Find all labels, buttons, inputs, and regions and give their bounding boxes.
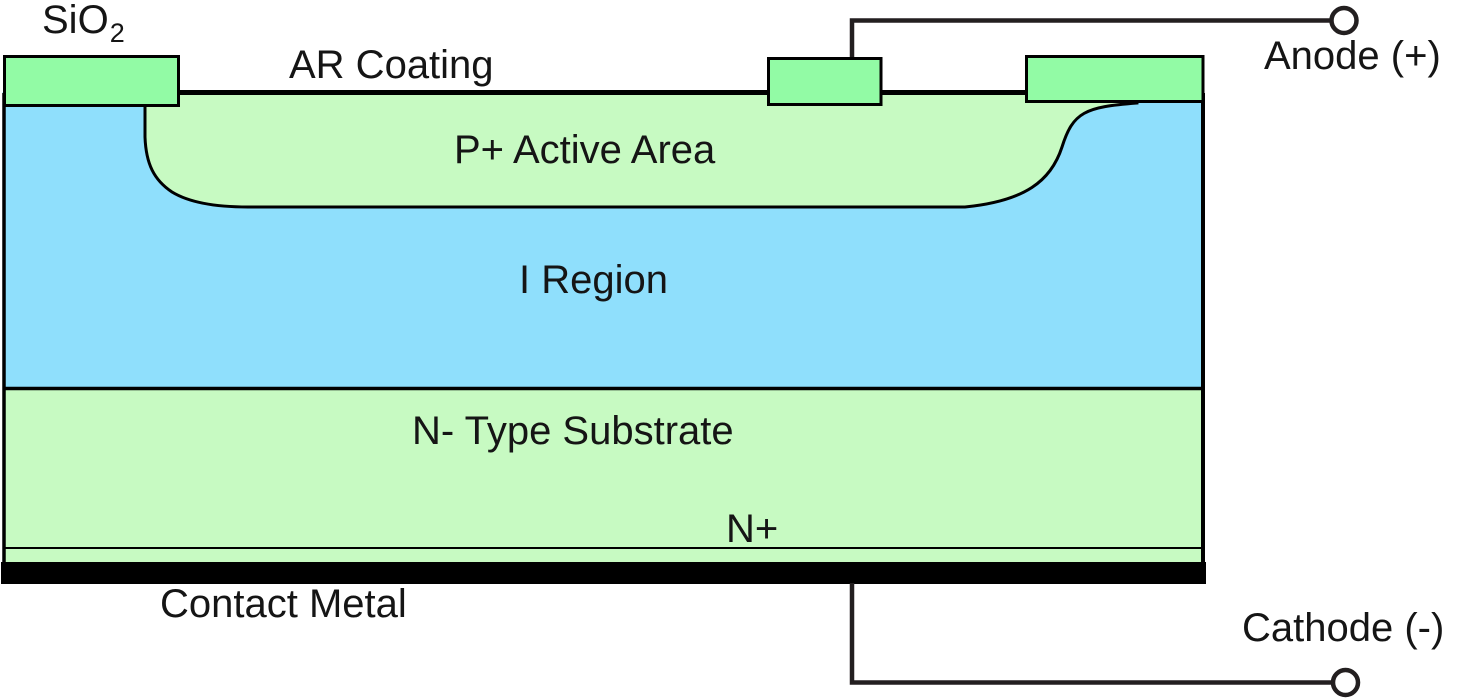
sio2-pad (3, 55, 180, 107)
p-plus-active-area-label: P+ Active Area (454, 128, 716, 172)
p-plus-active-area-shape (143, 90, 1139, 209)
sio2-label-base: SiO (42, 0, 109, 42)
n-substrate-shape (2, 389, 1205, 563)
cathode-label: Cathode (-) (1242, 606, 1445, 650)
cathode-wire (849, 583, 1332, 685)
anode-label: Anode (+) (1264, 34, 1441, 78)
contact-metal-bar (1, 562, 1206, 584)
sio2-label: SiO2 (42, 0, 125, 47)
cathode-terminal-circle (1330, 667, 1361, 698)
i-region-label: I Region (519, 258, 668, 302)
anode-wire (849, 18, 1331, 57)
contact-metal-label: Contact Metal (160, 582, 407, 626)
anode-terminal-circle (1329, 5, 1359, 36)
anode-contact-pad-right (1025, 55, 1205, 103)
anode-contact-pad-left (767, 57, 883, 106)
sio2-label-subscript: 2 (109, 18, 125, 48)
n-type-substrate-label: N- Type Substrate (412, 409, 734, 453)
ar-coating-label: AR Coating (289, 43, 494, 87)
n-plus-label: N+ (726, 507, 779, 551)
